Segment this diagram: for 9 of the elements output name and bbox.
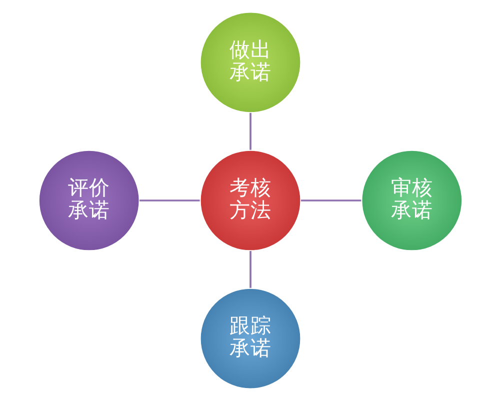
connector: [139, 200, 200, 202]
connector: [249, 251, 251, 288]
connector: [300, 200, 361, 202]
node-circle: 评价承诺: [38, 149, 140, 252]
connector: [249, 112, 251, 150]
node-circle: 做出承诺: [198, 11, 302, 114]
node-circle: 考核方法: [198, 149, 302, 252]
node-circle: 审核承诺: [360, 149, 462, 252]
node-circle: 跟踪承诺: [198, 288, 302, 390]
